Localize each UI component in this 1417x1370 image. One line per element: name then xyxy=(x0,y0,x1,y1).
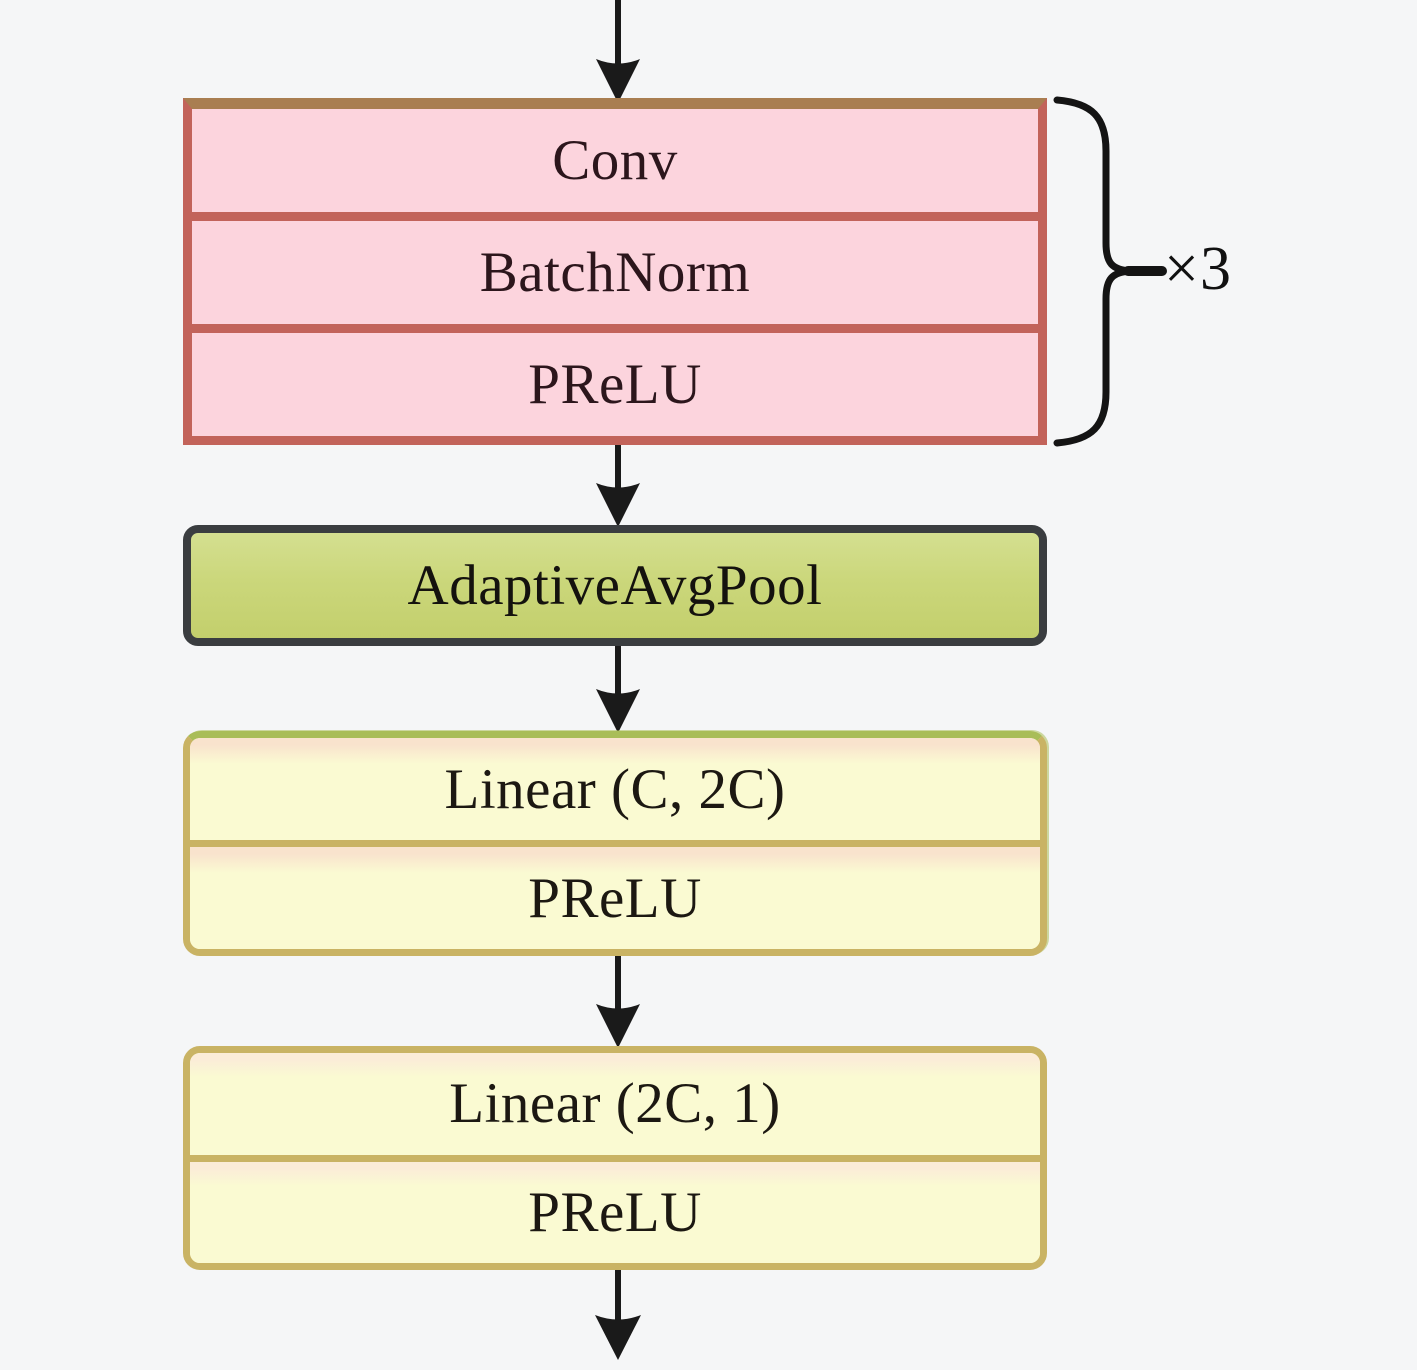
pool-row-label: AdaptiveAvgPool xyxy=(407,554,823,617)
conv-row-label: Conv xyxy=(552,129,678,192)
down-arrow-icon xyxy=(596,955,640,1048)
fc2-linear-row: Linear (2C, 1) xyxy=(190,1053,1040,1155)
repeat-brace-icon xyxy=(1053,96,1167,447)
batchnorm-row-label: BatchNorm xyxy=(479,241,751,304)
repeat-count-label: ×3 xyxy=(1164,235,1232,303)
fc2-block: Linear (2C, 1) PReLU xyxy=(183,1046,1047,1270)
conv-row: Conv xyxy=(192,109,1038,212)
pool-row: AdaptiveAvgPool xyxy=(191,533,1039,638)
down-arrow-icon xyxy=(595,1269,641,1360)
prelu-row-label: PReLU xyxy=(528,353,702,416)
fc2-prelu-row: PReLU xyxy=(190,1154,1040,1263)
fc2-prelu-label: PReLU xyxy=(528,1180,702,1244)
down-arrow-icon xyxy=(596,444,640,527)
prelu-row: PReLU xyxy=(192,324,1038,436)
batchnorm-row: BatchNorm xyxy=(192,212,1038,324)
fc1-prelu-row: PReLU xyxy=(190,840,1040,949)
down-arrow-icon xyxy=(596,0,640,103)
fc1-linear-label: Linear (C, 2C) xyxy=(444,757,786,821)
adaptive-avg-pool-block: AdaptiveAvgPool xyxy=(183,525,1047,646)
down-arrow-icon xyxy=(596,645,640,733)
fc1-prelu-label: PReLU xyxy=(528,866,702,930)
conv-block: Conv BatchNorm PReLU xyxy=(183,98,1047,445)
fc1-linear-row: Linear (C, 2C) xyxy=(190,738,1040,840)
fc1-block: Linear (C, 2C) PReLU xyxy=(183,731,1047,956)
fc2-linear-label: Linear (2C, 1) xyxy=(449,1072,781,1136)
